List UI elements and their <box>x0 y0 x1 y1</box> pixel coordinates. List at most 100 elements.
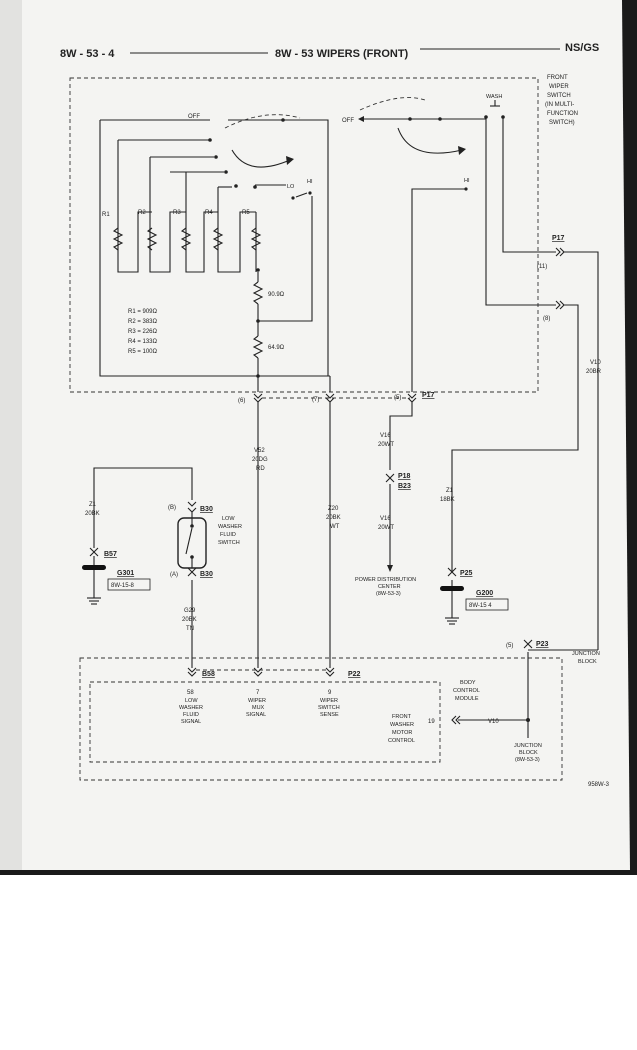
off-left-label: OFF <box>188 114 200 120</box>
resistor-r5 <box>250 227 262 251</box>
connector-b58: B58 <box>187 667 215 678</box>
svg-text:8W-15-8: 8W-15-8 <box>111 583 135 589</box>
svg-text:FLUID: FLUID <box>220 532 236 538</box>
svg-text:MOTOR: MOTOR <box>392 730 412 736</box>
svg-text:V52: V52 <box>254 448 265 454</box>
resistor-value-r3: R3 = 226Ω <box>128 329 158 335</box>
wire-z20-label: Z20 20BK WT <box>326 506 341 530</box>
svg-text:P23: P23 <box>536 641 549 648</box>
connector-p18-b23: P18 B23 <box>385 473 411 490</box>
resistor-r1 <box>112 227 124 251</box>
resistor-value-r1: R1 = 909Ω <box>128 309 158 315</box>
svg-text:CENTER: CENTER <box>378 584 401 590</box>
svg-text:WIPER: WIPER <box>248 698 266 704</box>
wire-v16-lower-label: V16 20WT <box>378 516 394 531</box>
svg-text:(6): (6) <box>238 398 245 404</box>
svg-text:WASHER: WASHER <box>179 705 203 711</box>
r-lower-value: 64.9Ω <box>268 345 285 351</box>
svg-text:8W-15 4: 8W-15 4 <box>469 603 492 609</box>
svg-text:SWITCH: SWITCH <box>218 540 240 546</box>
front-wiper-switch-box <box>69 77 539 393</box>
power-distribution-center-label: POWER DISTRIBUTION CENTER (8W-53-3) <box>355 577 416 597</box>
svg-text:LOW: LOW <box>222 516 235 522</box>
wire-v10-label: V10 20BR <box>586 360 602 375</box>
svg-text:RD: RD <box>256 466 265 472</box>
svg-text:TN: TN <box>186 626 194 632</box>
svg-text:20BR: 20BR <box>586 369 602 375</box>
svg-text:(8W-53-3): (8W-53-3) <box>515 757 540 763</box>
ground-g301-bar <box>82 565 106 570</box>
svg-text:FRONT: FRONT <box>547 75 568 81</box>
svg-text:FLUID: FLUID <box>183 712 199 718</box>
svg-text:JUNCTION: JUNCTION <box>514 743 542 749</box>
svg-text:(IN MULTI-: (IN MULTI- <box>545 102 574 108</box>
bcm-pin-9-label: 9 WIPER SWITCH SENSE <box>318 690 340 718</box>
r3-label: R3 <box>173 210 181 216</box>
svg-text:SWITCH): SWITCH) <box>549 120 575 126</box>
svg-text:MODULE: MODULE <box>455 696 479 702</box>
model-code: NS/GS <box>565 42 599 54</box>
svg-text:20DG: 20DG <box>252 457 268 463</box>
off-right-label: OFF <box>342 118 354 124</box>
wiring-diagram: 8W - 53 - 4 8W - 53 WIPERS (FRONT) NS/GS… <box>0 0 630 870</box>
svg-text:LOW: LOW <box>185 698 198 704</box>
svg-text:B57: B57 <box>104 551 117 558</box>
svg-text:G301: G301 <box>117 570 134 577</box>
resistor-r3 <box>180 227 192 251</box>
svg-text:POWER DISTRIBUTION: POWER DISTRIBUTION <box>355 577 416 583</box>
resistor-value-r5: R5 = 100Ω <box>128 349 158 355</box>
svg-text:B30: B30 <box>200 571 213 578</box>
paper-sheet <box>0 0 630 870</box>
wire-v52-label: V52 20DG RD <box>252 448 268 472</box>
svg-text:Z20: Z20 <box>328 506 339 512</box>
page-id: 8W - 53 - 4 <box>60 48 115 60</box>
svg-text:BODY: BODY <box>460 680 476 686</box>
svg-text:20WT: 20WT <box>378 442 394 448</box>
svg-text:V16: V16 <box>380 433 391 439</box>
resistor-value-r2: R2 = 383Ω <box>128 319 158 325</box>
svg-text:G29: G29 <box>184 608 196 614</box>
body-control-module-label: BODY CONTROL MODULE <box>453 680 480 702</box>
svg-text:58: 58 <box>187 690 194 696</box>
svg-text:CONTROL: CONTROL <box>388 738 415 744</box>
wire-g29-label: G29 20BK TN <box>182 608 197 632</box>
svg-text:CONTROL: CONTROL <box>453 688 480 694</box>
svg-text:BLOCK: BLOCK <box>519 750 538 756</box>
svg-text:(11): (11) <box>537 264 547 270</box>
figure-id: 958W-3 <box>588 782 610 788</box>
svg-text:MUX: MUX <box>252 705 265 711</box>
r5-label: R5 <box>242 210 250 216</box>
wash-label: WASH <box>486 94 502 100</box>
junction-block-bottom-label: JUNCTION BLOCK (8W-53-3) <box>514 743 542 763</box>
bcm-pin-58-label: 58 LOW WASHER FLUID SIGNAL <box>179 690 203 725</box>
ground-g200-bar <box>440 586 464 591</box>
switch-deck-right: OFF WASH HI <box>342 94 556 392</box>
wire-z1-left-label: Z1 20BK <box>85 502 100 517</box>
r4-label: R4 <box>205 210 213 216</box>
ground-g200-label: G200 8W-15 4 <box>465 590 509 611</box>
lo-label: LO <box>287 184 295 190</box>
svg-text:SENSE: SENSE <box>320 712 339 718</box>
svg-text:Z1: Z1 <box>89 502 97 508</box>
ground-g301-symbol <box>87 597 101 605</box>
wire-v10-inner-label: V10 <box>488 719 499 725</box>
svg-text:(8W-53-3): (8W-53-3) <box>376 591 401 597</box>
wire-v16-upper-label: V16 20WT <box>378 433 394 448</box>
resistor-value-r4: R4 = 133Ω <box>128 339 158 345</box>
svg-text:P25: P25 <box>460 570 473 577</box>
svg-text:(A): (A) <box>170 572 178 578</box>
svg-text:Z1: Z1 <box>446 488 454 494</box>
svg-text:P22: P22 <box>348 671 361 678</box>
svg-text:P17: P17 <box>422 392 435 399</box>
r1-label: R1 <box>102 212 110 218</box>
ground-g200-symbol <box>445 617 459 625</box>
svg-text:20BK: 20BK <box>85 511 100 517</box>
switch-deck-left: OFF LO HI R1 R2 R3 R4 R5 <box>99 114 329 392</box>
connector-p23: (5) P23 <box>506 639 549 649</box>
page-binding-shadow <box>0 0 22 870</box>
connector-p25: P25 <box>447 567 473 577</box>
low-washer-fluid-switch-label: LOW WASHER FLUID SWITCH <box>218 516 242 546</box>
connector-b57: B57 <box>89 547 117 558</box>
svg-text:(5): (5) <box>506 643 513 649</box>
bcm-pin-19: 19 <box>428 719 435 725</box>
